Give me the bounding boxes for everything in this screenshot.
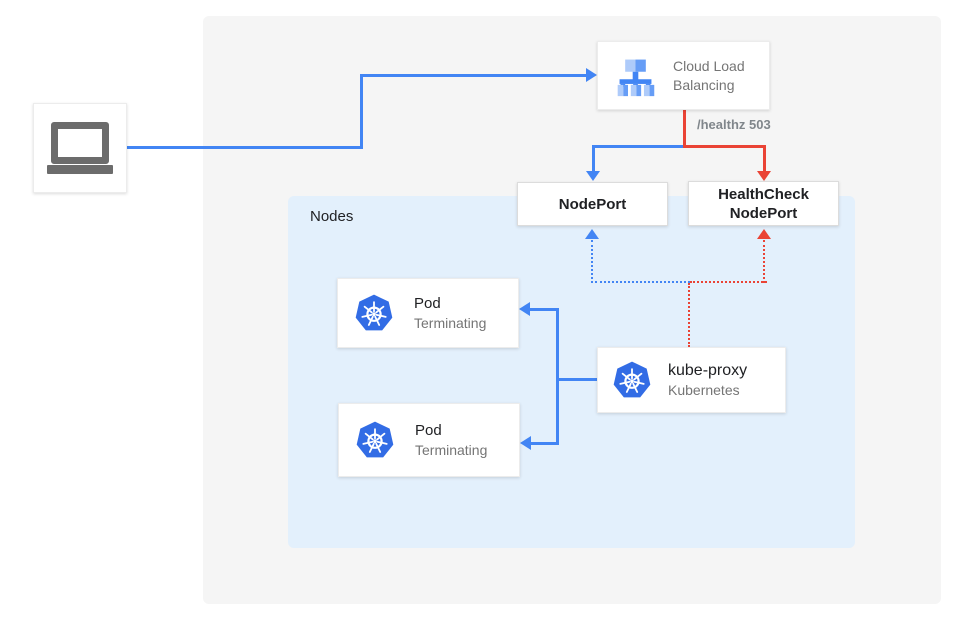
- kube-proxy-subtitle: Kubernetes: [668, 382, 740, 398]
- client-laptop-node: [33, 103, 127, 193]
- nodes-region-label: Nodes: [310, 208, 354, 225]
- edge-segment: [531, 442, 558, 445]
- edge-segment: [556, 308, 559, 445]
- arrowhead-up-icon: [585, 229, 599, 239]
- healthcheck-nodeport-label: HealthCheck NodePort: [718, 185, 809, 222]
- healthz-503-label: /healthz 503: [697, 117, 771, 132]
- edge-segment: [556, 378, 597, 381]
- edge-segment: [592, 145, 685, 148]
- edge-segment: [763, 240, 765, 283]
- kubernetes-helm-icon: [356, 421, 394, 458]
- arrowhead-down-icon: [757, 171, 771, 181]
- edge-segment: [683, 145, 766, 148]
- edge-segment: [591, 240, 593, 283]
- healthcheck-nodeport-node: HealthCheck NodePort: [688, 181, 839, 226]
- edge-segment: [360, 74, 363, 149]
- pod-node: Pod Terminating: [338, 403, 520, 477]
- kubernetes-helm-icon: [355, 294, 393, 331]
- pod-title: Pod: [415, 422, 442, 439]
- laptop-icon: [47, 122, 113, 174]
- edge-segment: [688, 283, 690, 347]
- edge-segment: [690, 281, 767, 283]
- arrowhead-down-icon: [586, 171, 600, 181]
- kube-proxy-node: kube-proxy Kubernetes: [597, 347, 786, 413]
- pod-status: Terminating: [414, 315, 487, 331]
- arrowhead-left-icon: [519, 302, 530, 316]
- pod-title: Pod: [414, 295, 441, 312]
- pod-node: Pod Terminating: [337, 278, 519, 348]
- edge-segment: [127, 146, 363, 149]
- pod-status: Terminating: [415, 442, 488, 458]
- edge-segment: [683, 110, 686, 148]
- edge-segment: [592, 145, 595, 172]
- arrowhead-right-icon: [586, 68, 597, 82]
- nodeport-label: NodePort: [558, 195, 627, 213]
- kube-proxy-title: kube-proxy: [668, 362, 748, 379]
- edge-segment: [595, 281, 690, 283]
- kubernetes-helm-icon: [613, 361, 651, 398]
- nodeport-node: NodePort: [517, 182, 668, 226]
- clb-label: Cloud Load Balancing: [673, 57, 745, 93]
- arrowhead-up-icon: [757, 229, 771, 239]
- arrowhead-left-icon: [520, 436, 531, 450]
- edge-segment: [763, 145, 766, 172]
- cloud-load-balancing-icon: [617, 59, 655, 97]
- edge-segment: [360, 74, 588, 77]
- cloud-load-balancing-node: Cloud Load Balancing: [597, 41, 770, 110]
- edge-segment: [530, 308, 558, 311]
